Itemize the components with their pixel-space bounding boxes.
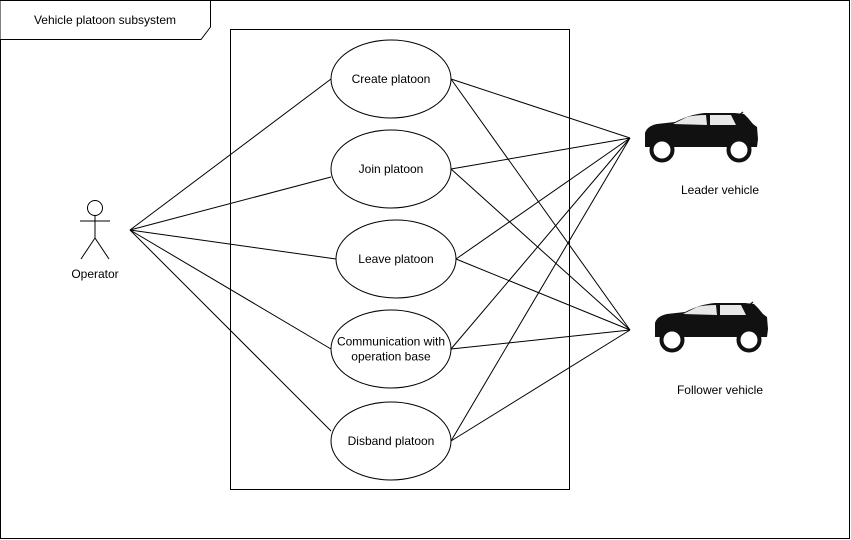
association-line-comm-leader — [450, 137, 631, 350]
car-icon — [655, 301, 768, 353]
association-line-disband-follower — [450, 329, 631, 442]
association-line-operator-create — [129, 78, 332, 231]
association-line-create-follower — [450, 78, 631, 331]
actor-leader-vehicle[interactable]: Leader vehicle — [645, 111, 759, 197]
association-line-comm-follower — [450, 329, 631, 350]
association-line-operator-join — [129, 176, 332, 231]
use-case-ellipse — [330, 39, 452, 119]
use-case-ellipse — [330, 401, 452, 481]
use-case-label: Disband platoon — [348, 434, 435, 448]
use-case-label: Create platoon — [352, 72, 431, 86]
use-case-ellipse — [330, 129, 452, 209]
association-line-leave-leader — [455, 137, 631, 260]
association-line-join-follower — [450, 168, 631, 331]
use-case-ellipse — [330, 309, 452, 389]
association-line-leave-follower — [455, 258, 631, 331]
association-line-join-leader — [450, 137, 631, 170]
use-case-label: Leave platoon — [358, 252, 433, 266]
associations — [129, 78, 631, 442]
use-case-label: Communication with — [337, 335, 445, 349]
actor-operator[interactable]: Operator — [71, 200, 119, 282]
car-icon — [645, 111, 758, 163]
association-line-create-leader — [450, 78, 631, 139]
association-line-disband-leader — [450, 137, 631, 442]
use-case-disband[interactable]: Disband platoon — [330, 401, 452, 481]
association-line-operator-comm — [129, 229, 332, 350]
frame-title: Vehicle platoon subsystem — [34, 13, 176, 27]
frame-title-tab — [0, 0, 211, 40]
use-case-create[interactable]: Create platoon — [330, 39, 452, 119]
stick-figure-icon — [80, 200, 110, 260]
use-case-join[interactable]: Join platoon — [330, 129, 452, 209]
use-case-label: operation base — [351, 350, 431, 364]
actor-leader-label: Leader vehicle — [681, 183, 759, 197]
actor-follower-label: Follower vehicle — [677, 383, 763, 397]
actor-follower-vehicle[interactable]: Follower vehicle — [655, 301, 768, 397]
use-case-leave[interactable]: Leave platoon — [335, 219, 457, 299]
association-line-operator-leave — [129, 229, 337, 260]
actor-operator-label: Operator — [71, 267, 118, 281]
association-line-operator-disband — [129, 229, 332, 432]
use-case-label: Join platoon — [359, 162, 424, 176]
use-case-ellipse — [335, 219, 457, 299]
